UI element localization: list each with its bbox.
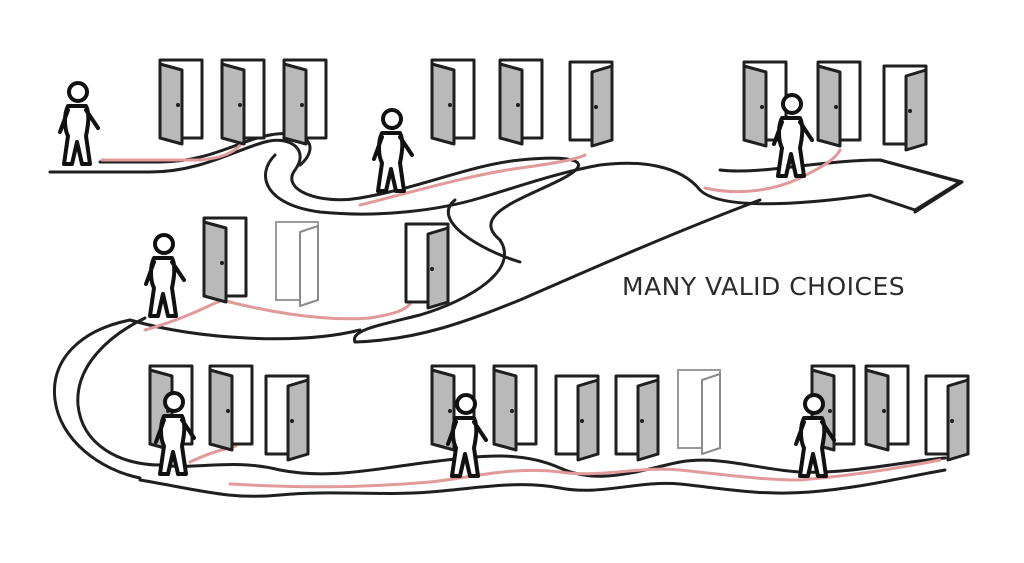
corridor-left-loop (52, 318, 362, 480)
route-row2 (143, 298, 412, 332)
walking-person-icon (58, 81, 100, 166)
corridor-row1-top (48, 138, 581, 242)
corridor-left-loop-inner (76, 316, 162, 467)
door-icon[interactable] (404, 222, 450, 310)
corridor-row4-bottom (138, 468, 947, 498)
corridor-row2-entry (353, 198, 762, 344)
corridor-row2-exit (446, 198, 522, 264)
route-row1-b (358, 153, 587, 207)
arrow-head-icon (878, 158, 964, 214)
corridor-row1-lower-loop (264, 153, 962, 216)
door-icon[interactable] (282, 58, 328, 146)
door-icon[interactable] (554, 374, 600, 462)
doors-row2 (202, 216, 450, 310)
door-icon[interactable] (492, 364, 538, 452)
door-icon[interactable] (924, 374, 970, 462)
door-icon[interactable] (882, 64, 928, 152)
door-icon[interactable] (158, 58, 204, 146)
door-icon[interactable] (568, 60, 614, 148)
walking-person-icon (372, 108, 414, 193)
door-icon[interactable] (202, 216, 248, 304)
door-icon[interactable] (208, 364, 254, 452)
open-door-icon[interactable] (677, 369, 721, 455)
route-row4 (188, 444, 942, 489)
route-row1-c (703, 148, 842, 194)
door-icon[interactable] (220, 58, 266, 146)
open-door-icon[interactable] (275, 221, 319, 307)
caption-text: MANY VALID CHOICES (622, 272, 906, 301)
door-icon[interactable] (430, 58, 476, 146)
doors-row4 (148, 364, 970, 462)
door-icon[interactable] (264, 374, 310, 462)
door-icon[interactable] (816, 60, 862, 148)
door-icon[interactable] (498, 58, 544, 146)
corridor-outlines (48, 132, 962, 498)
walking-person-icon (144, 233, 186, 318)
door-icon[interactable] (864, 364, 910, 452)
door-icon[interactable] (614, 374, 660, 462)
